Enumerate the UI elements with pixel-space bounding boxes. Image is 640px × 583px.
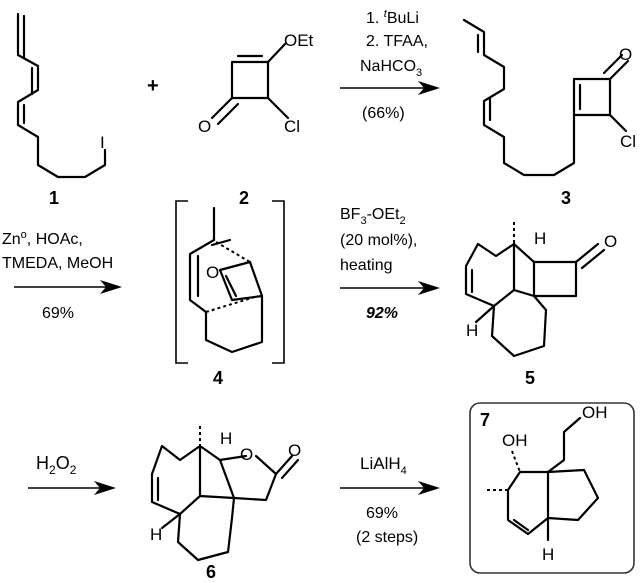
step-3-condition-line-2: (20 mol%), — [340, 232, 417, 249]
oxygen-label: O — [604, 232, 617, 251]
compound-1-label: 1 — [49, 188, 59, 208]
step-1: 1. tBuLi 2. TFAA, NaHCO3 (66%) — [340, 8, 440, 122]
hydrogen-label: H — [220, 429, 232, 448]
step-3-condition-line-1: BF3-OEt2 — [340, 206, 406, 227]
compound-4-structure: O — [175, 200, 285, 364]
step-5-note: (2 steps) — [356, 529, 418, 546]
compound-7-label: 7 — [480, 410, 490, 430]
compound-2-label: 2 — [239, 188, 249, 208]
compound-2-structure: OEt O Cl — [198, 31, 314, 136]
oxygen-label: O — [206, 263, 219, 282]
product-box — [469, 402, 635, 574]
step-4: H2O2 — [28, 453, 116, 495]
hydroxyl-label: OH — [582, 403, 608, 422]
step-3-yield: 92% — [366, 305, 398, 322]
step-4-reagent: H2O2 — [36, 453, 77, 477]
oxygen-label: O — [240, 445, 253, 464]
compound-6-structure: H O O H — [150, 426, 301, 562]
ethoxy-label: OEt — [284, 31, 314, 50]
compound-3-label: 3 — [561, 188, 571, 208]
step-2-yield: 69% — [42, 305, 74, 322]
iodine-label: I — [100, 133, 105, 152]
step-5-reagent: LiAlH4 — [360, 454, 407, 477]
hydrogen-label: H — [534, 229, 546, 248]
step-4-arrowhead — [94, 481, 116, 495]
hydrogen-label: H — [542, 545, 554, 564]
step-3-arrowhead — [418, 281, 440, 295]
right-bracket — [272, 200, 285, 364]
step-2-arrowhead — [100, 280, 122, 294]
oxygen-label: O — [198, 117, 211, 136]
compound-7-structure: OH OH H — [486, 403, 608, 564]
step-3-condition-line-3: heating — [340, 257, 393, 274]
hydroxyl-label: OH — [502, 431, 528, 450]
step-1-condition-line-1: 1. tBuLi — [366, 8, 419, 27]
step-1-yield: (66%) — [362, 105, 405, 122]
step-3: BF3-OEt2 (20 mol%), heating 92% — [340, 206, 440, 322]
step-1-condition-line-2: 2. TFAA, — [366, 33, 428, 50]
oxygen-label: O — [288, 441, 301, 460]
oxygen-label: O — [619, 45, 632, 64]
step-2-condition-line-1: Zno, HOAc, — [2, 229, 83, 248]
step-1-condition-line-3: NaHCO3 — [360, 58, 422, 79]
compound-5-label: 5 — [525, 368, 535, 388]
step-2: Zno, HOAc, TMEDA, MeOH 69% — [2, 229, 122, 322]
compound-5-structure: H O H — [464, 222, 617, 358]
step-5-yield: 69% — [366, 505, 398, 522]
compound-3-structure: O Cl — [462, 18, 636, 177]
step-5: LiAlH4 69% (2 steps) — [340, 454, 440, 546]
compound-4-label: 4 — [213, 368, 223, 388]
plus-sign: + — [147, 75, 159, 97]
compound-1-structure: I — [16, 12, 107, 179]
step-5-arrowhead — [418, 481, 440, 495]
step-2-condition-line-2: TMEDA, MeOH — [2, 255, 113, 272]
left-bracket — [175, 200, 188, 364]
chlorine-label: Cl — [284, 117, 300, 136]
chlorine-label: Cl — [620, 132, 636, 151]
compound-6-label: 6 — [206, 562, 216, 582]
hydrogen-label: H — [150, 525, 162, 544]
step-1-arrowhead — [418, 81, 440, 95]
hydrogen-label: H — [466, 321, 478, 340]
